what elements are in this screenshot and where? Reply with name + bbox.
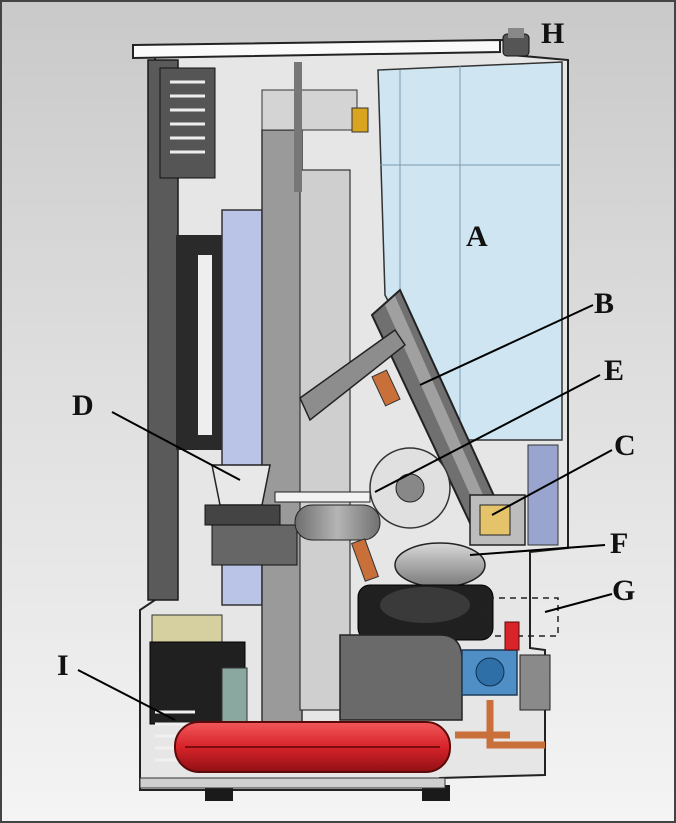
label-b: B	[594, 287, 614, 320]
grate-plate	[274, 491, 371, 503]
leader-line-b	[419, 304, 594, 386]
foot-right	[422, 785, 450, 801]
electronics-box	[527, 444, 559, 546]
hydraulic-group	[461, 621, 551, 711]
copper-fitting	[371, 369, 401, 407]
label-h: H	[541, 17, 564, 50]
copper-inlet	[350, 538, 380, 582]
label-g: G	[612, 574, 635, 607]
door-window-highlight	[198, 255, 212, 435]
hopper-panel-lines	[380, 66, 560, 440]
base-plate	[139, 777, 446, 789]
burner-pot	[204, 464, 298, 566]
sensor-zone-dashed	[487, 597, 559, 637]
leader-line-g	[544, 593, 613, 613]
leader-line-e	[374, 374, 601, 493]
foot-left	[205, 785, 233, 801]
flue-column-inner	[299, 169, 351, 711]
copper-pipework	[455, 700, 545, 749]
callout-labels: A B C D E F G H I	[57, 17, 636, 682]
combustion-air-pipe	[294, 504, 381, 541]
top-handle	[502, 28, 530, 57]
label-d: D	[72, 389, 94, 422]
exhaust-fan	[357, 542, 494, 641]
auger-motor	[469, 494, 526, 546]
top-sensor	[351, 107, 369, 133]
label-a: A	[466, 220, 488, 253]
label-e: E	[604, 354, 624, 387]
stove-body	[132, 28, 569, 801]
label-c: C	[614, 429, 636, 462]
leader-line-i	[77, 669, 176, 721]
exhaust-elbow	[339, 634, 463, 721]
label-f: F	[610, 527, 628, 560]
bottom-fan-motor	[149, 614, 248, 729]
flue-column	[261, 129, 303, 731]
top-lid	[132, 38, 501, 60]
top-pipe	[261, 89, 358, 131]
pellet-chute	[299, 328, 407, 422]
leader-lines	[77, 304, 613, 721]
leader-line-c	[491, 449, 613, 516]
leader-line-d	[111, 411, 241, 481]
top-rod	[294, 62, 302, 192]
heat-fins-top	[170, 80, 205, 154]
label-i: I	[57, 649, 69, 682]
leader-line-f	[469, 544, 606, 556]
